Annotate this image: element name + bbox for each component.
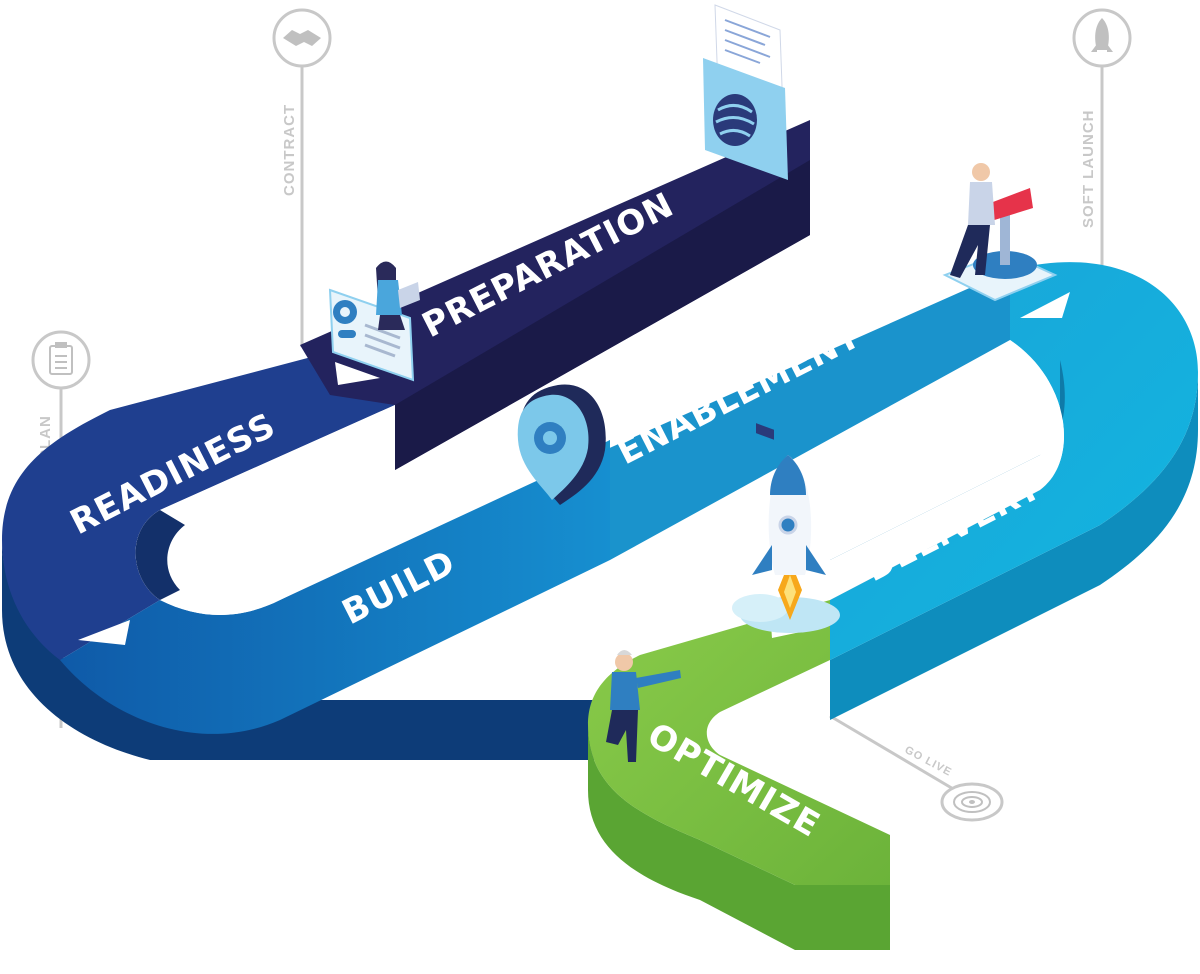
person-pointing [606,650,681,762]
person-with-laptop [376,261,420,330]
milestone-contract: CONTRACT [272,8,332,347]
stage-preparation-segment [300,120,810,470]
stage-readiness-segment [2,335,395,660]
stage-optimize-segment [588,600,890,885]
rocket-illustration [732,455,840,633]
stage-build-segment [60,440,610,734]
stage-delivery-segment [830,262,1198,660]
gear-pin-icon [517,384,606,505]
target-icon [953,791,991,813]
handshake-icon [283,30,321,46]
milestone-label-contract: CONTRACT [281,104,298,196]
milestone-go-live: GO LIVE [829,714,1004,822]
rocket-icon [1091,18,1113,52]
milestone-label-soft-launch: SOFT LAUNCH [1080,110,1097,229]
person-at-lever [942,163,1058,302]
clipboard-icon [49,342,73,375]
direction-arrow [1020,292,1070,318]
direction-arrow [78,620,130,645]
stage-enablement-segment [560,270,1010,560]
direction-arrow [335,362,380,385]
milestone-soft-launch: SOFT LAUNCH [1072,8,1132,282]
document-folder-icon [703,4,788,440]
